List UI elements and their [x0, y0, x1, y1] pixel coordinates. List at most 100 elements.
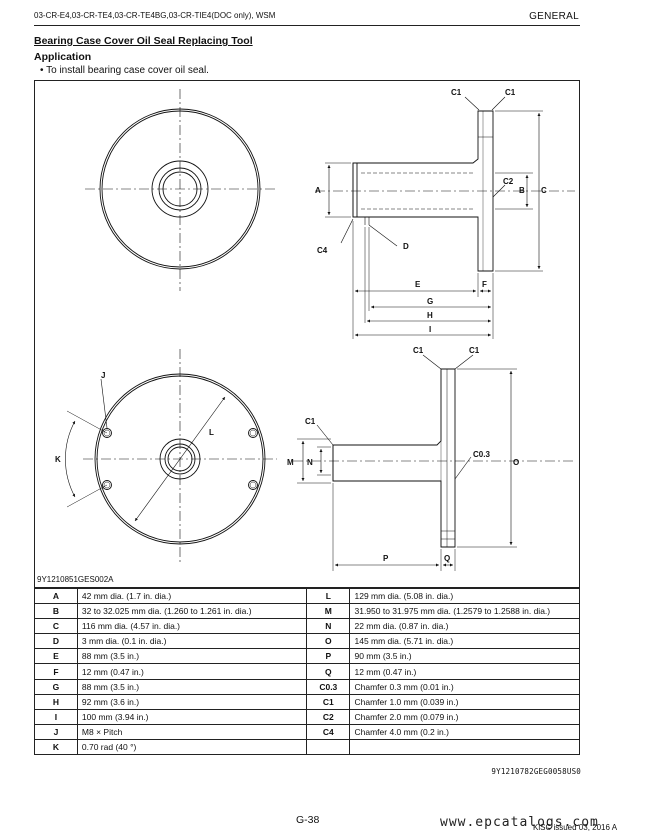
label-c1-a: C1 [451, 88, 462, 97]
label-q: Q [444, 554, 450, 563]
reference-code: 9Y1210782GEG0058US0 [491, 767, 581, 776]
spec-value: 100 mm (3.94 in.) [76, 708, 308, 725]
bottom-side-labels: C1 C1 C1 M N C0.3 O P Q [287, 346, 519, 563]
spec-value: 88 mm (3.5 in.) [76, 678, 308, 695]
spec-key: C4 [306, 723, 351, 740]
spec-value: Chamfer 0.3 mm (0.01 in.) [349, 678, 580, 695]
label-m: M [287, 458, 294, 467]
spec-value: 116 mm dia. (4.57 in. dia.) [76, 618, 308, 635]
watermark: www.epcatalogs.com [440, 815, 599, 830]
label-g: G [427, 297, 433, 306]
spec-key: F [34, 663, 78, 680]
spec-value: 42 mm dia. (1.7 in. dia.) [76, 587, 308, 605]
label-i: I [429, 325, 431, 334]
label-h: H [427, 311, 433, 320]
spec-value: 12 mm (0.47 in.) [76, 663, 308, 680]
spec-value: Chamfer 2.0 mm (0.079 in.) [349, 708, 580, 725]
label-n: N [307, 458, 313, 467]
label-f: F [482, 280, 487, 289]
spec-key: N [306, 618, 351, 635]
application-bullet: • To install bearing case cover oil seal… [40, 65, 209, 76]
label-l: L [209, 428, 214, 437]
spec-key: H [34, 693, 78, 710]
spec-value: 88 mm (3.5 in.) [76, 648, 308, 665]
label-c1-c: C1 [413, 346, 424, 355]
spec-key: C2 [306, 708, 351, 725]
spec-value: 32 to 32.025 mm dia. (1.260 to 1.261 in.… [76, 603, 308, 620]
label-c2: C2 [503, 177, 514, 186]
label-c1-b: C1 [505, 88, 516, 97]
header-section: GENERAL [529, 11, 579, 22]
label-o: O [513, 458, 519, 467]
spec-key: C0.3 [306, 678, 351, 695]
spec-key: J [34, 723, 78, 740]
spec-value: 22 mm dia. (0.87 in. dia.) [349, 618, 580, 635]
spec-value [349, 738, 580, 756]
issue-note: KiSC issued 03, 2016 A [533, 823, 618, 832]
spec-key: O [306, 633, 351, 650]
spec-key: D [34, 633, 78, 650]
label-j: J [101, 371, 105, 380]
bottom-side-view [293, 354, 575, 571]
label-c1-d: C1 [469, 346, 480, 355]
label-p: P [383, 554, 389, 563]
spec-key: P [306, 648, 351, 665]
spec-key: I [34, 708, 78, 725]
spec-key: E [34, 648, 78, 665]
spec-key: K [34, 738, 78, 756]
spec-key: A [34, 587, 78, 605]
label-c03: C0.3 [473, 450, 490, 459]
spec-value: 129 mm dia. (5.08 in. dia.) [349, 587, 580, 605]
bottom-front-view [65, 349, 277, 563]
label-d: D [403, 242, 409, 251]
spec-key: L [306, 587, 351, 605]
spec-key: B [34, 603, 78, 620]
spec-value: 3 mm dia. (0.1 in. dia.) [76, 633, 308, 650]
spec-key: C [34, 618, 78, 635]
header-model-line: 03-CR-E4,03-CR-TE4,03-CR-TE4BG,03-CR-TIE… [34, 11, 276, 20]
spec-key [306, 738, 351, 756]
spec-value: 92 mm (3.6 in.) [76, 693, 308, 710]
label-e: E [415, 280, 421, 289]
label-b: B [519, 186, 525, 195]
figure-code: 9Y1210851GES002A [37, 575, 114, 584]
label-k: K [55, 455, 61, 464]
spec-key: Q [306, 663, 351, 680]
label-c1-e: C1 [305, 417, 316, 426]
label-a: A [315, 186, 321, 195]
top-side-view [315, 96, 575, 339]
tool-drawing: C1 C1 A C2 B C C4 D E F G H I [34, 80, 580, 588]
spec-value: 145 mm dia. (5.71 in. dia.) [349, 633, 580, 650]
spec-key: C1 [306, 693, 351, 710]
page-title: Bearing Case Cover Oil Seal Replacing To… [34, 35, 253, 47]
spec-value: 12 mm (0.47 in.) [349, 663, 580, 680]
bottom-front-labels: J K L [55, 371, 214, 464]
spec-value: 31.950 to 31.975 mm dia. (1.2579 to 1.25… [349, 603, 580, 620]
spec-key: G [34, 678, 78, 695]
spec-key: M [306, 603, 351, 620]
spec-value: 0.70 rad (40 °) [76, 738, 308, 756]
header-rule [34, 25, 580, 26]
label-c: C [541, 186, 547, 195]
top-side-labels: C1 C1 A C2 B C C4 D E F G H I [315, 88, 547, 334]
spec-value: 90 mm (3.5 in.) [349, 648, 580, 665]
spec-value: M8 × Pitch [76, 723, 308, 740]
top-front-view [85, 89, 277, 291]
label-c4: C4 [317, 246, 328, 255]
spec-value: Chamfer 4.0 mm (0.2 in.) [349, 723, 580, 740]
application-heading: Application [34, 51, 92, 63]
page-number: G-38 [296, 814, 320, 826]
spec-value: Chamfer 1.0 mm (0.039 in.) [349, 693, 580, 710]
